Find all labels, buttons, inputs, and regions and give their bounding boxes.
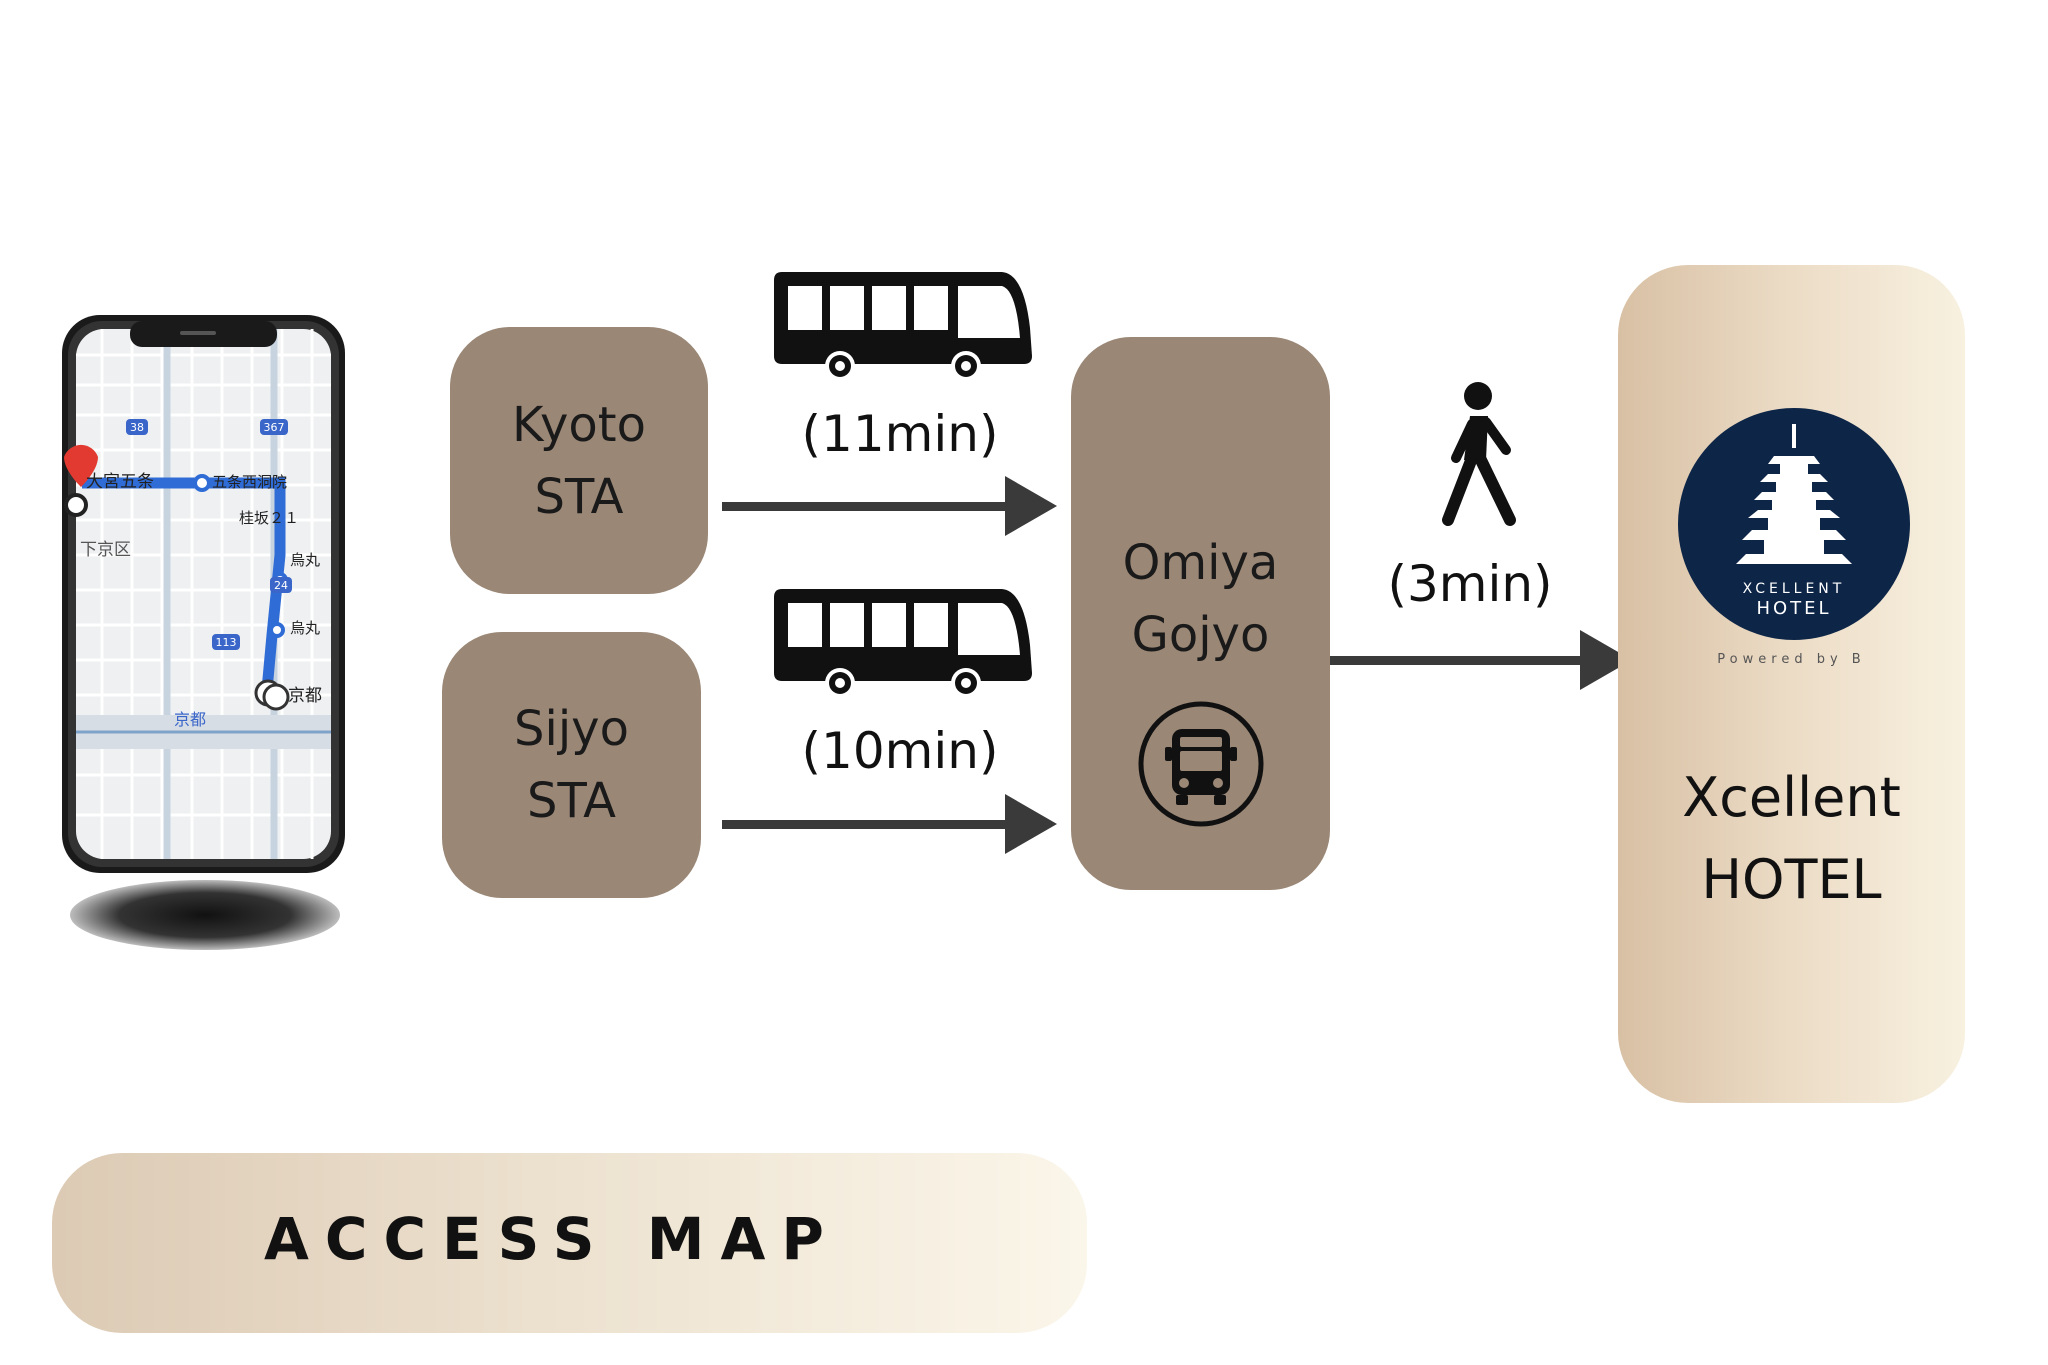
bus-icon (774, 589, 1032, 698)
hotel-name: HOTEL (1701, 848, 1882, 911)
walk-duration: (3min) (1387, 555, 1553, 613)
map-label: 京都 (288, 686, 322, 706)
station-name: Sijyo (514, 701, 629, 757)
map-label: 大宮五条 (86, 472, 154, 492)
stop-name: Gojyo (1131, 607, 1270, 663)
route-number: 24 (274, 579, 288, 592)
station-kyoto: Kyoto STA (450, 327, 708, 594)
bus-icon (774, 272, 1032, 381)
walking-person-icon (1442, 382, 1516, 526)
map-label: 桂坂２１ (239, 509, 299, 527)
station-sijyo: Sijyo STA (442, 632, 701, 898)
station-type: STA (534, 468, 624, 525)
arrow-line (1330, 656, 1586, 665)
phone-map-mockup: 38 367 24 113 大宮五条 五条西洞院 桂坂２１ 下京区 烏丸 烏丸 … (62, 315, 345, 873)
station-name: Kyoto (512, 396, 646, 453)
route-number: 113 (216, 636, 237, 649)
stop-omiya-gojyo: Omiya Gojyo (1071, 337, 1330, 890)
logo-tagline: Powered by B (1717, 652, 1866, 667)
route-number: 38 (130, 421, 144, 434)
arrow-line (722, 502, 1012, 511)
bus-stop-icon (1138, 701, 1263, 827)
map-label: 烏丸 (290, 619, 320, 637)
logo-sub: HOTEL (1756, 598, 1831, 619)
arrow-head (1005, 794, 1057, 854)
phone-shadow (70, 880, 340, 950)
title-banner: ACCESS MAP (52, 1153, 1087, 1333)
route-number: 367 (264, 421, 285, 434)
stop-name: Omiya (1122, 535, 1279, 591)
route-duration: (11min) (801, 405, 999, 463)
map-label: 京都 (174, 710, 206, 729)
station-type: STA (527, 773, 616, 829)
page-title: ACCESS MAP (264, 1205, 840, 1273)
arrow-head (1005, 476, 1057, 536)
map-label: 五条西洞院 (212, 473, 287, 491)
logo-brand: XCELLENT (1743, 581, 1846, 597)
hotel-card: XCELLENT HOTEL Powered by B Xcellent HOT… (1618, 265, 1965, 1103)
map-label: 烏丸 (290, 551, 320, 569)
hotel-name: Xcellent (1682, 766, 1901, 829)
map-label: 下京区 (80, 540, 131, 560)
arrow-line (722, 820, 1012, 829)
hotel-logo: XCELLENT HOTEL (1678, 408, 1910, 640)
route-duration: (10min) (801, 722, 999, 780)
